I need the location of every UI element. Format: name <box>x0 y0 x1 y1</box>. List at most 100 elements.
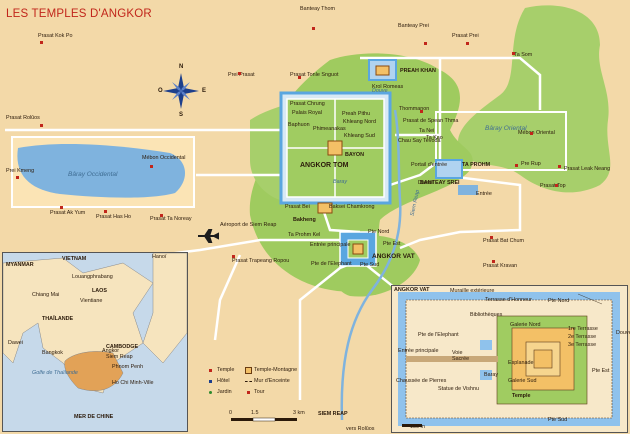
vat-inset-label: Pte Nord <box>548 298 570 304</box>
temple-marker <box>60 206 63 209</box>
vat-inset-label: Chaussée de Pierres <box>396 378 447 384</box>
temples-label: Prei Prasat <box>228 72 255 78</box>
temple-marker <box>558 165 561 168</box>
temples-label: Prasat Prei <box>452 33 479 39</box>
vat-inset-label: 1re Terrasse <box>568 326 598 332</box>
temples-label: Baphuon <box>288 122 310 128</box>
legend-temple-montagne: Temple-Montagne <box>254 367 298 373</box>
route-roluos: vers Rolûos <box>346 426 375 432</box>
city-label: Louangphrabang <box>72 274 113 280</box>
bayon-mark <box>327 140 343 156</box>
vat-inset-label: Temple <box>512 393 531 399</box>
temples-label: Chau Say Tevoda <box>398 138 441 144</box>
region-sea: MER DE CHINE <box>74 414 114 420</box>
temples-label: Prasat Trapeang Ropou <box>232 258 290 264</box>
airport-label: Aéroport de Siem Reap <box>220 222 277 228</box>
country-label: CAMBODGE <box>106 344 139 350</box>
ta-prohm-mark <box>435 159 463 179</box>
scale-1: 1.5 <box>251 410 259 416</box>
city-label: Angkor <box>102 348 120 354</box>
temple-marker <box>232 255 235 258</box>
temples-label: Ta Prohm Kel <box>288 232 321 238</box>
city-label: Phnom Penh <box>112 364 144 370</box>
temples-label: Preah Pithu <box>342 111 371 117</box>
temple-marker <box>40 124 43 127</box>
legend-temple: Temple <box>217 367 235 373</box>
city-label: Ho Chi Minh-Ville <box>112 380 154 386</box>
temple-marker <box>104 210 107 213</box>
temple-marker <box>40 41 43 44</box>
angkor-tom-label: ANGKOR TOM <box>300 162 349 169</box>
vat-inset-label: Baray <box>484 372 499 378</box>
compass-n: N <box>179 64 184 70</box>
baray-occidental-water <box>17 143 186 198</box>
temples-label: Mébon Occidental <box>142 155 186 161</box>
country-label: THAÏLANDE <box>42 316 74 322</box>
temples-label: Palais Royal <box>292 110 322 116</box>
city-label: Chiang Mai <box>32 292 60 298</box>
temples-label: Pte de l'Elephant <box>311 261 352 267</box>
temples-label: Prasat de Spean Thma <box>403 118 459 124</box>
temples-label: Portail d'entrée <box>411 162 448 168</box>
temple-marker <box>466 42 469 45</box>
temples-label: Prasat Top <box>540 183 566 189</box>
vat-inset-label: Pte Est <box>592 368 610 374</box>
vat-inset-label: Voie <box>452 350 463 356</box>
legend-tour: Tour <box>254 389 265 395</box>
scale-bar <box>231 417 297 422</box>
temples-label: Prasat Chrung <box>290 101 325 107</box>
temples-label: Thommanon <box>399 106 430 112</box>
temples-label: Phimeanakas <box>313 126 346 132</box>
vat-inset-label: Bibliothèques <box>470 312 503 318</box>
region-inset <box>2 252 188 432</box>
temples-label: Banteay Thom <box>300 6 335 12</box>
temple-marker <box>312 27 315 30</box>
baray-oriental-outline <box>435 111 567 171</box>
temples-label: Prasat Rolûos <box>6 115 40 121</box>
temple-marker <box>492 260 495 263</box>
temple-marker <box>238 72 241 75</box>
region-gulf: Golfe de Thaïlande <box>32 370 78 376</box>
vat-inset-label: 2e Terrasse <box>568 334 597 340</box>
vat-inset-label: Sacrée <box>452 356 470 362</box>
baray-label: Baray <box>333 179 348 185</box>
temples-label: Ta Nei <box>419 128 435 134</box>
temples-label: Prasat Has Ho <box>96 214 132 220</box>
city-label: Siem Reap <box>106 354 133 360</box>
sras-srang <box>458 185 478 195</box>
country-label: VIETNAM <box>62 256 87 262</box>
compass-s: S <box>179 112 184 118</box>
temple-marker <box>555 184 558 187</box>
temple-marker <box>420 110 423 113</box>
temple-marker <box>160 214 163 217</box>
bakheng-mark <box>317 202 333 214</box>
vat-inset-title: ANGKOR VAT <box>394 287 430 293</box>
preah-khan-label: PREAH KHAN <box>400 68 436 74</box>
temple-marker <box>424 42 427 45</box>
compass-e: E <box>202 88 207 94</box>
city-label: Bangkok <box>42 350 63 356</box>
legend-mur: Mur d'Enceinte <box>254 378 290 384</box>
temples-label: Pre Rup <box>521 161 541 167</box>
temples-label: Prei Kmeng <box>6 168 35 174</box>
temple-marker <box>490 236 493 239</box>
temples-label: Krol Romeas <box>372 84 404 90</box>
baray-occidental-label: Bâray Occidental <box>68 171 118 178</box>
temples-label: Mébon Oriental <box>518 130 555 136</box>
vat-inset-label: Statue de Vishnu <box>438 386 479 392</box>
temples-label: Prasat Bat Chum <box>483 238 525 244</box>
bayon-label: BAYON <box>345 152 364 158</box>
ta-prohm-label: TA PROHM <box>462 162 491 168</box>
temples-label: Banteay Prei <box>398 23 429 29</box>
temples-label: Entrée principale <box>310 242 351 248</box>
siem-reap-town-label: SIEM REAP <box>318 411 348 417</box>
temples-label: Pte Est <box>383 241 401 247</box>
vat-inset-label: Pte Sud <box>548 417 568 423</box>
banteay-srei-label: BANTEAY SREI <box>420 180 460 186</box>
temple-marker <box>515 164 518 167</box>
airplane-icon <box>198 229 219 243</box>
scale-0: 0 <box>229 410 232 416</box>
temples-label: Douve <box>418 180 434 186</box>
legend: Temple Hôtel Jardin Temple-Montagne Mur … <box>195 365 315 416</box>
